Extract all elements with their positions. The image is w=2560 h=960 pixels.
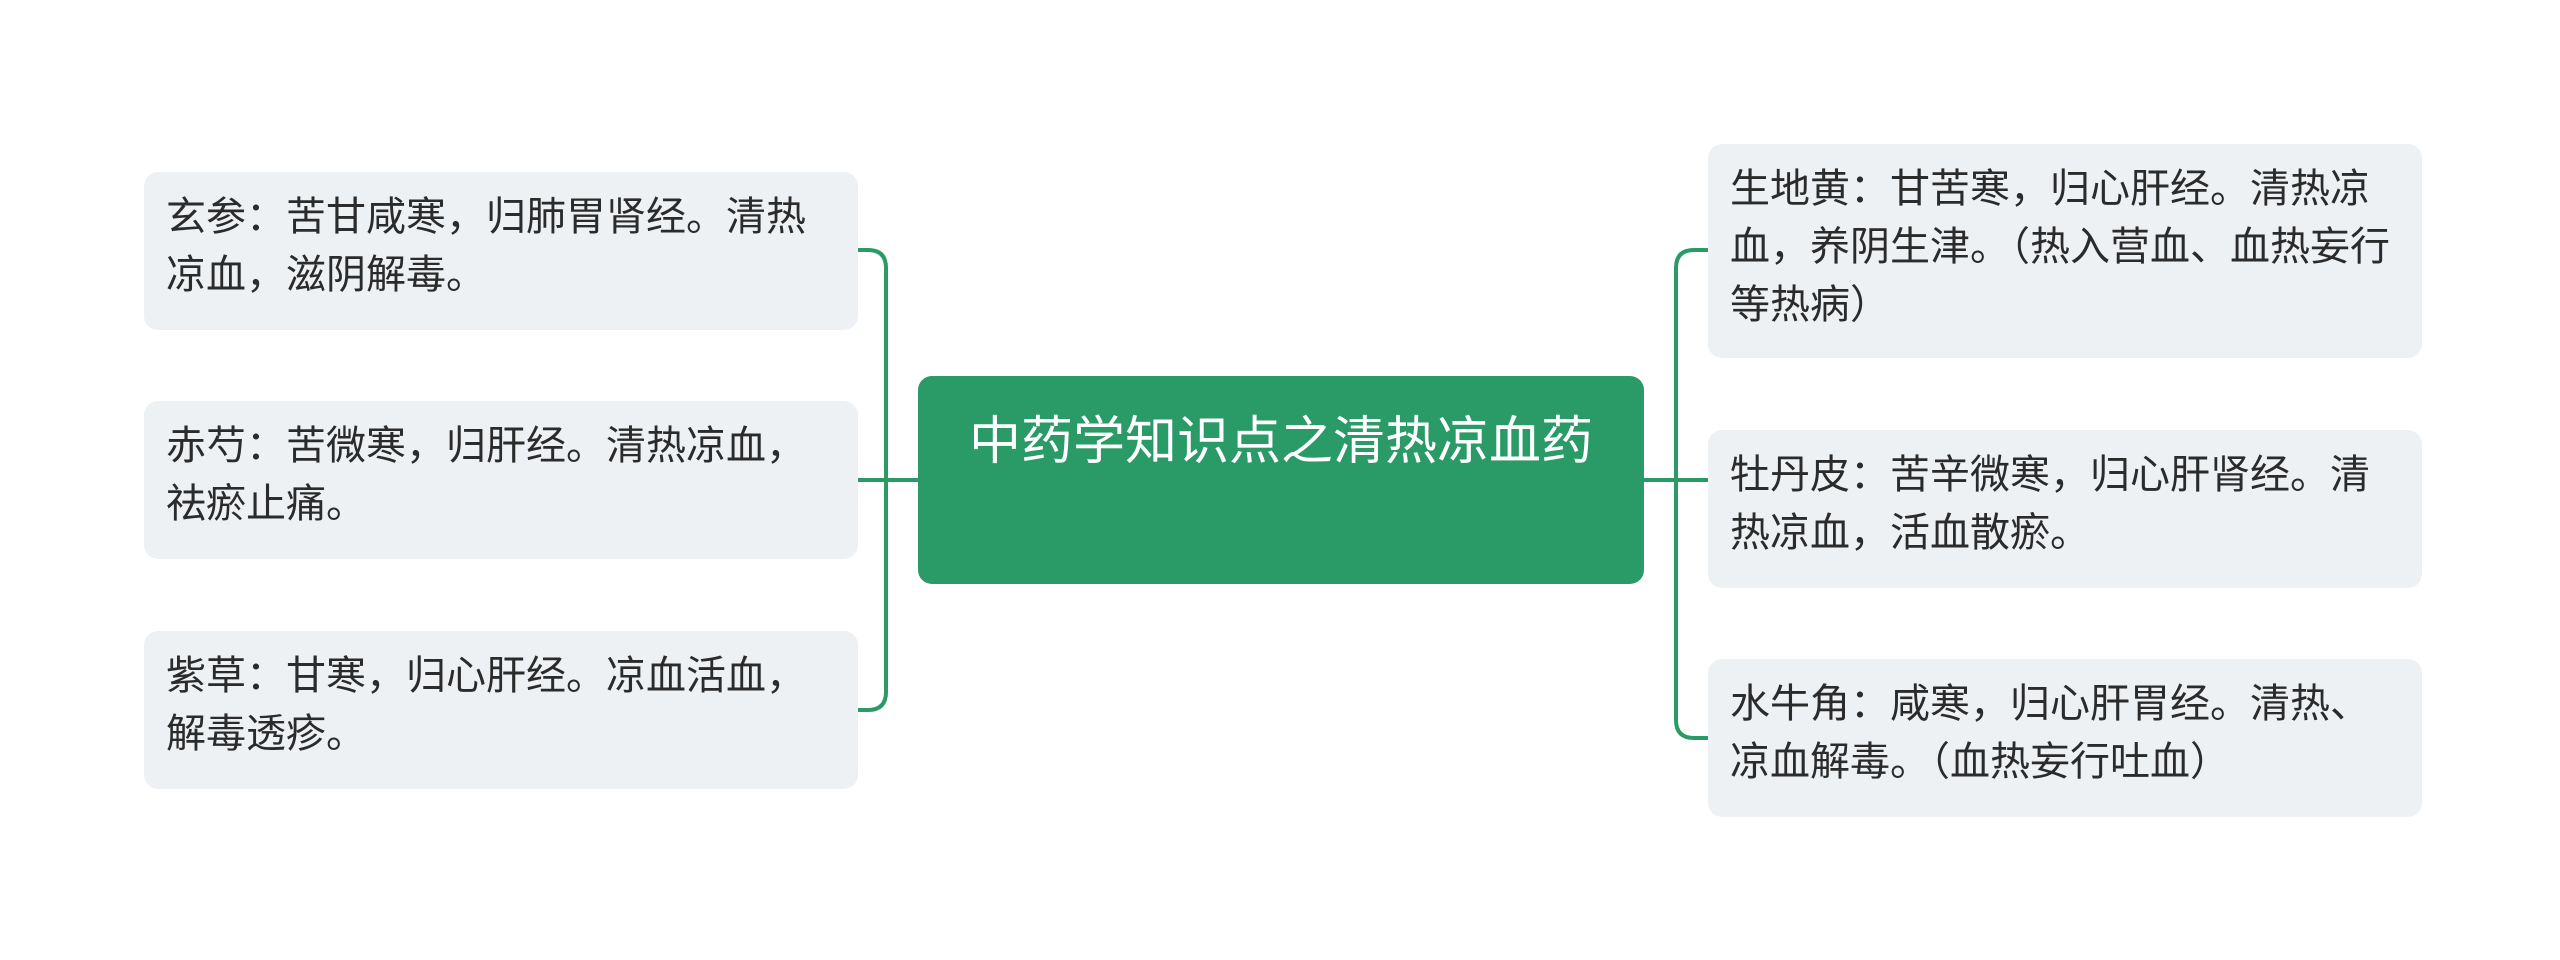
right-node-text: 生地黄：甘苦寒，归心肝经。清热凉血，养阴生津。（热入营血、血热妄行等热病） bbox=[1730, 166, 2390, 328]
right-node-text: 水牛角：咸寒，归心肝胃经。清热、凉血解毒。（血热妄行吐血） bbox=[1730, 681, 2370, 785]
left-node-xuanshen[interactable]: 玄参：苦甘咸寒，归肺胃肾经。清热凉血，滋阴解毒。 bbox=[144, 172, 858, 330]
root-node-title: 中药学知识点之清热凉血药 bbox=[968, 412, 1593, 472]
right-node-shengdihuang[interactable]: 生地黄：甘苦寒，归心肝经。清热凉血，养阴生津。（热入营血、血热妄行等热病） bbox=[1708, 144, 2422, 358]
right-node-shuiniujiao[interactable]: 水牛角：咸寒，归心肝胃经。清热、凉血解毒。（血热妄行吐血） bbox=[1708, 659, 2422, 817]
root-node[interactable]: 中药学知识点之清热凉血药 bbox=[918, 376, 1644, 584]
left-node-text: 玄参：苦甘咸寒，归肺胃肾经。清热凉血，滋阴解毒。 bbox=[166, 194, 806, 298]
left-node-zicao[interactable]: 紫草：甘寒，归心肝经。凉血活血，解毒透疹。 bbox=[144, 631, 858, 789]
connector-right-1 bbox=[1674, 248, 1710, 270]
left-node-chishao[interactable]: 赤芍：苦微寒，归肝经。清热凉血，祛瘀止痛。 bbox=[144, 401, 858, 559]
connector-left-3 bbox=[856, 690, 888, 712]
right-node-mudanpi[interactable]: 牡丹皮：苦辛微寒，归心肝肾经。清热凉血，活血散瘀。 bbox=[1708, 430, 2422, 588]
left-node-text: 赤芍：苦微寒，归肝经。清热凉血，祛瘀止痛。 bbox=[166, 423, 806, 527]
connector-right-3 bbox=[1674, 718, 1710, 740]
connector-left-1 bbox=[856, 248, 888, 270]
left-node-text: 紫草：甘寒，归心肝经。凉血活血，解毒透疹。 bbox=[166, 653, 806, 757]
right-node-text: 牡丹皮：苦辛微寒，归心肝肾经。清热凉血，活血散瘀。 bbox=[1730, 452, 2370, 556]
